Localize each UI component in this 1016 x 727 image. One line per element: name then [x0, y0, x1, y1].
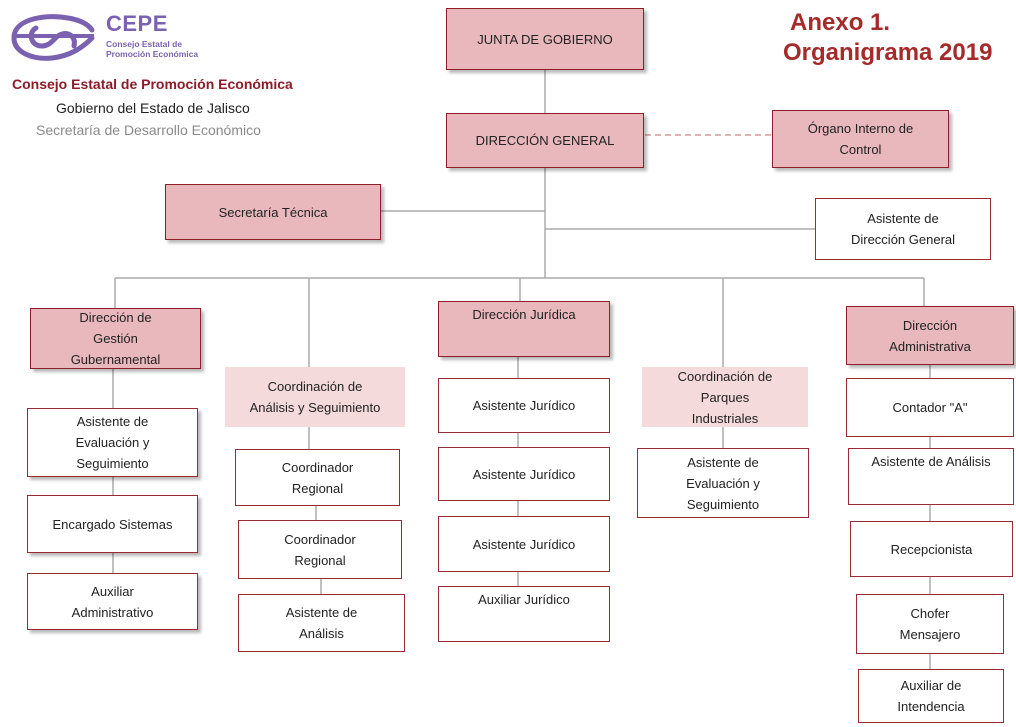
node-recepcionista: Recepcionista — [850, 521, 1013, 577]
node-chofer-mensajero: Chofer Mensajero — [856, 594, 1004, 654]
node-direccion-general: DIRECCIÓN GENERAL — [446, 113, 644, 168]
node-encargado-sistemas: Encargado Sistemas — [27, 495, 198, 553]
government-name: Gobierno del Estado de Jalisco — [56, 100, 250, 116]
node-coordinacion-analisis-seguimiento: Coordinación de Análisis y Seguimiento — [225, 367, 405, 427]
node-asistente-juridico-2: Asistente Jurídico — [438, 447, 610, 501]
node-contador-a: Contador "A" — [846, 378, 1014, 437]
node-asistente-analisis-coord: Asistente de Análisis — [238, 594, 405, 652]
annex-title: Anexo 1. — [790, 9, 891, 36]
organization-name: Consejo Estatal de Promoción Económica — [12, 76, 293, 92]
node-auxiliar-intendencia: Auxiliar de Intendencia — [858, 669, 1004, 723]
node-asistente-juridico-3: Asistente Jurídico — [438, 516, 610, 572]
node-auxiliar-administrativo: Auxiliar Administrativo — [27, 573, 198, 630]
node-auxiliar-juridico: Auxiliar Jurídico — [438, 586, 610, 642]
logo: CEPE Consejo Estatal de Promoción Económ… — [8, 8, 238, 72]
node-asistente-evaluacion-seguimiento: Asistente de Evaluación y Seguimiento — [27, 408, 198, 477]
node-asistente-analisis-admin: Asistente de Análisis — [848, 448, 1014, 505]
node-coordinador-regional-1: Coordinador Regional — [235, 449, 400, 506]
node-junta-de-gobierno: JUNTA DE GOBIERNO — [446, 8, 644, 70]
annex-subtitle: Organigrama 2019 — [783, 39, 993, 66]
node-coordinacion-parques-industriales: Coordinación de Parques Industriales — [642, 367, 808, 427]
secretariat-name: Secretaría de Desarrollo Económico — [36, 122, 261, 138]
logo-title: CEPE — [106, 11, 168, 36]
cepe-logo-icon — [11, 14, 95, 61]
node-asistente-evaluacion-parques: Asistente de Evaluación y Seguimiento — [637, 448, 809, 518]
node-direccion-gestion-gubernamental: Dirección de Gestión Gubernamental — [30, 308, 201, 369]
node-asistente-direccion-general: Asistente de Dirección General — [815, 198, 991, 260]
node-organo-interno-control: Órgano Interno de Control — [772, 110, 949, 168]
node-coordinador-regional-2: Coordinador Regional — [238, 520, 402, 579]
node-asistente-juridico-1: Asistente Jurídico — [438, 378, 610, 433]
node-direccion-juridica: Dirección Jurídica — [438, 301, 610, 357]
node-secretaria-tecnica: Secretaría Técnica — [165, 184, 381, 240]
logo-subtitle: Consejo Estatal de Promoción Económica — [106, 39, 199, 59]
node-direccion-administrativa: Dirección Administrativa — [846, 306, 1014, 365]
